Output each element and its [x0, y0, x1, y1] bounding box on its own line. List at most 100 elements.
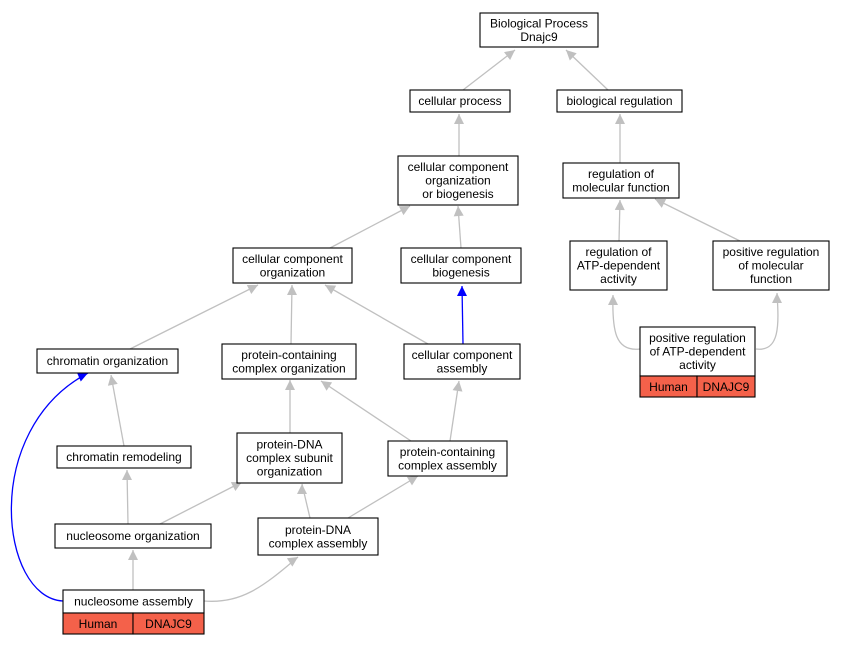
edge-pdna_assembly-to-pdna_subunit-arrowhead [297, 484, 307, 494]
node-box [397, 155, 519, 206]
edge-pos_reg_mol-to-reg_mol_func-arrowhead [655, 198, 667, 208]
node-cellular-process[interactable]: cellular process [409, 89, 511, 113]
annotation-species: Human [649, 380, 688, 394]
edge-cc_org-to-ccob-arrowhead [398, 206, 410, 216]
edge-nucleosome_assembly-to-chromatin_org [10, 372, 89, 602]
annotation-gene: DNAJC9 [145, 617, 192, 631]
edge-ccob-to-cellular_process-arrowhead [454, 114, 464, 124]
node-label-line: organization [425, 174, 490, 188]
edge-pc_assembly-to-cc_assembly [449, 380, 460, 442]
node-label-line: chromatin organization [47, 354, 168, 368]
node-biological-regulation[interactable]: biological regulation [556, 89, 683, 113]
edge-chromatin_org-to-cc_org [129, 284, 259, 350]
node-chromatin-org[interactable]: chromatin organization [36, 348, 179, 374]
node-label-line: chromatin remodeling [66, 450, 181, 464]
node-box [639, 326, 756, 377]
node-box [232, 247, 353, 284]
node-box [479, 12, 599, 48]
node-label-line: complex subunit [246, 451, 333, 465]
node-box [236, 432, 343, 484]
node-label-line: complex assembly [398, 458, 497, 472]
node-label-line: ATP-dependent [577, 259, 661, 273]
node-label-line: cellular component [408, 160, 509, 174]
node-label-line: cellular component [242, 252, 343, 266]
node-label-line: regulation of [588, 167, 655, 181]
node-box [569, 240, 668, 291]
edge-nucleosome_org-to-pdna_subunit-arrowhead [230, 482, 242, 492]
node-label-line: organization [257, 465, 322, 479]
annotation-gene: DNAJC9 [703, 380, 750, 394]
node-label-line: complex assembly [269, 536, 368, 550]
node-label-line: activity [600, 272, 637, 286]
node-label-line: activity [679, 358, 716, 372]
node-box [712, 240, 830, 291]
node-label-line: nucleosome assembly [74, 595, 193, 609]
node-box [36, 348, 179, 374]
edge-pos_reg_atp-to-reg_atp [612, 294, 641, 350]
node-label-line: assembly [437, 361, 488, 375]
edge-reg_atp-to-reg_mol_func-arrowhead [614, 200, 625, 211]
edge-pos_reg_atp-to-pos_reg_mol-arrowhead [772, 293, 782, 303]
node-box [400, 247, 522, 284]
annotation-gene-cell [132, 612, 205, 635]
edge-biological_regulation-to-root-arrowhead [566, 50, 577, 61]
edge-cc_org-to-ccob [329, 205, 411, 249]
edge-pc_assembly-to-pc_org [320, 380, 412, 442]
edge-cc_biogenesis-to-ccob-arrowhead [453, 206, 464, 217]
edge-nucleosome_assembly-to-pdna_assembly-arrowhead [286, 557, 298, 567]
edge-pos_reg_atp-to-reg_atp-arrowhead [608, 295, 618, 305]
node-label-line: protein-containing [400, 445, 495, 459]
node-box [387, 440, 508, 477]
edge-pdna_assembly-to-pc_assembly-arrowhead [406, 476, 418, 486]
node-label-line: organization [260, 265, 325, 279]
edge-pdna_subunit-to-pc_org-arrowhead [285, 380, 295, 390]
node-box [403, 343, 521, 380]
annotation-gene-cell [696, 375, 756, 398]
node-label-line: cellular component [412, 348, 513, 362]
node-box [409, 89, 511, 113]
node-chromatin-remodeling[interactable]: chromatin remodeling [56, 445, 192, 469]
node-box [56, 445, 192, 469]
edge-nucleosome_assembly-to-nucleosome_org-arrowhead [128, 550, 138, 560]
node-label-line: Dnajc9 [520, 30, 558, 44]
node-box [54, 523, 212, 549]
edge-nucleosome_assembly-to-pdna_assembly [203, 556, 299, 602]
node-label-line: cellular component [411, 252, 512, 266]
edge-layer [10, 49, 782, 602]
node-label-line: protein-DNA [285, 523, 351, 537]
node-label-line: of ATP-dependent [650, 345, 747, 359]
edge-nucleosome_org-to-pdna_subunit [159, 481, 243, 525]
node-label-line: positive regulation [723, 245, 820, 259]
edge-cc_assembly-to-cc_org-arrowhead [325, 285, 337, 295]
node-box [556, 89, 683, 113]
node-label-line: of molecular [738, 259, 803, 273]
node-box [562, 162, 680, 199]
node-box [257, 517, 379, 556]
node-label-line: protein-DNA [256, 438, 322, 452]
node-label-line: or biogenesis [422, 187, 493, 201]
node-label-line: complex organization [232, 361, 345, 375]
node-label-line: biological regulation [566, 94, 672, 108]
node-label-line: nucleosome organization [66, 529, 199, 543]
edge-nucleosome_org-to-chromatin_remodeling-arrowhead [122, 470, 132, 480]
node-label-line: protein-containing [241, 348, 336, 362]
node-nucleosome-org[interactable]: nucleosome organization [54, 523, 212, 549]
node-label-line: biogenesis [432, 265, 489, 279]
edge-cc_assembly-to-cc_org [324, 284, 429, 345]
edge-chromatin_org-to-cc_org-arrowhead [246, 285, 258, 294]
